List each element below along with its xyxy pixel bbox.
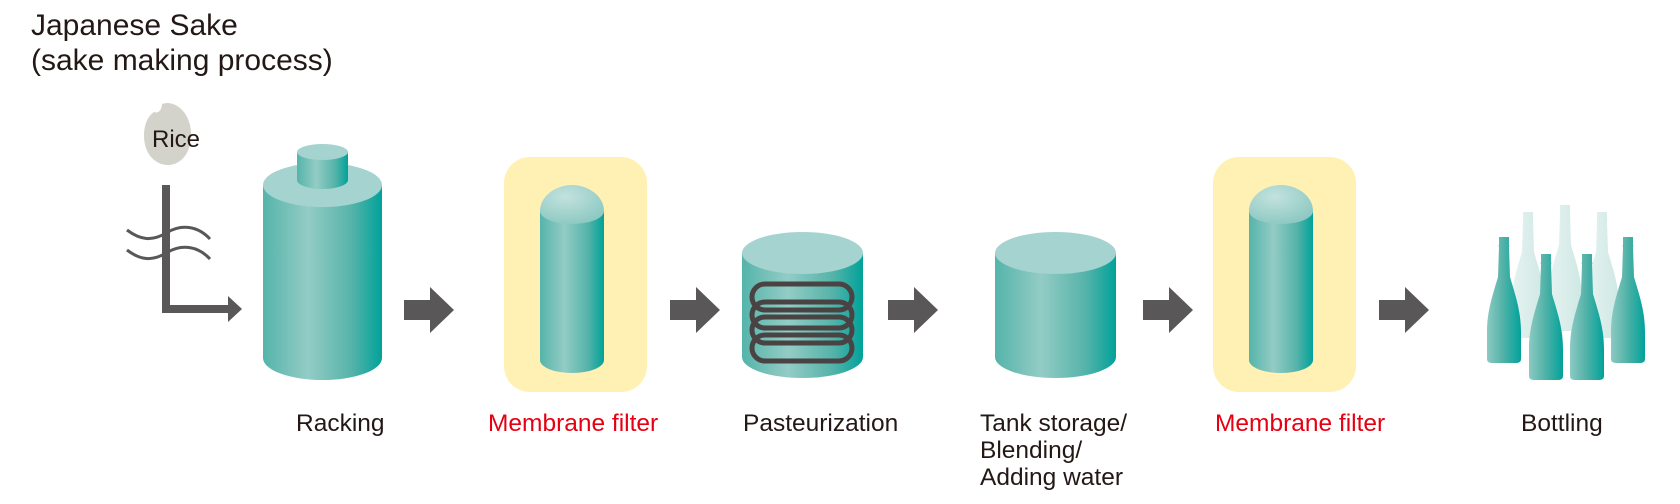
label-line: Tank storage/ [980, 410, 1128, 437]
membrane-filter-step-1 [504, 157, 647, 392]
membrane-filter-icon [540, 185, 604, 373]
label-line: Blending/ [980, 437, 1083, 464]
arrow-2 [670, 287, 720, 333]
arrow-5 [1379, 287, 1429, 333]
rice-label: Rice [152, 126, 201, 153]
heating-coil-icon [749, 281, 855, 364]
rice-grain-icon [144, 102, 192, 166]
pasteurization-tank-icon [742, 232, 863, 378]
step-label-tank-storage: Tank storage/ Blending/ Adding water [980, 410, 1127, 491]
membrane-filter-icon [1249, 185, 1313, 373]
label-line: Bottling [1521, 410, 1603, 437]
storage-tank-icon [995, 232, 1116, 378]
step-label-racking: Racking [296, 410, 385, 437]
membrane-filter-step-2 [1213, 157, 1356, 392]
label-line: Pasteurization [743, 410, 899, 437]
step-label-pasteurization: Pasteurization [743, 410, 898, 437]
step-label-bottling: Bottling [1521, 410, 1603, 437]
label-line: Adding water [980, 464, 1124, 491]
flow-arrowhead [228, 296, 242, 322]
arrow-1 [404, 287, 454, 333]
label-line: Racking [296, 410, 385, 437]
break-wave-icon [126, 225, 212, 261]
rice-input [126, 102, 242, 322]
flow-line-vertical [162, 185, 170, 313]
page-title: Japanese Sake (sake making process) [31, 8, 333, 78]
arrow-3 [888, 287, 938, 333]
label-line: Membrane filter [1215, 410, 1386, 437]
flow-line-horizontal [162, 305, 228, 313]
arrow-4 [1143, 287, 1193, 333]
bottle-front-left [1487, 237, 1521, 363]
bottle-front-right [1611, 237, 1645, 363]
label-line: Membrane filter [488, 410, 659, 437]
racking-tank-icon [263, 144, 382, 380]
title-line-1: Japanese Sake [31, 9, 238, 42]
step-label-membrane-filter-2: Membrane filter [1215, 410, 1385, 437]
bottles-icon [1487, 205, 1645, 380]
title-line-2: (sake making process) [31, 44, 333, 77]
step-label-membrane-filter-1: Membrane filter [488, 410, 658, 437]
